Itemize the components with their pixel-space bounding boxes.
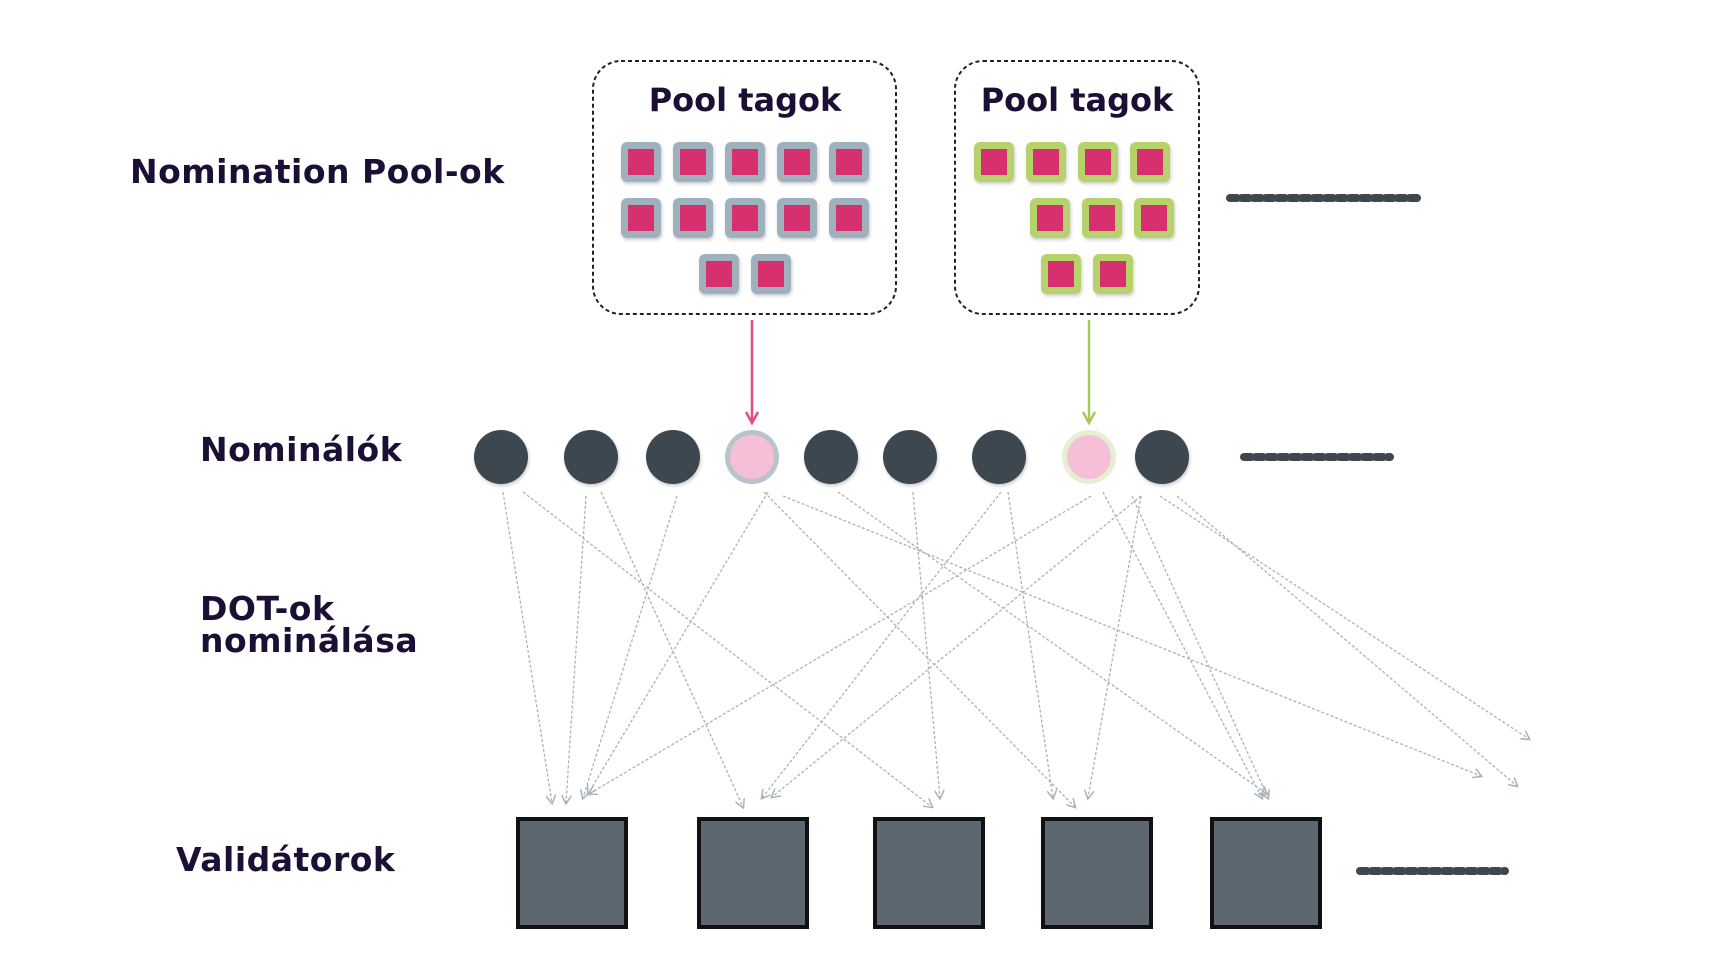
nomination-arrow	[782, 495, 1481, 776]
pool-box-1: Pool tagok	[592, 60, 897, 315]
pool-member	[981, 149, 1007, 175]
nomination-arrow	[762, 491, 1002, 798]
nomination-arrow	[1131, 495, 1268, 798]
validator	[697, 817, 809, 929]
pool-member	[732, 149, 758, 175]
nominator	[474, 430, 528, 484]
pool-title-1: Pool tagok	[649, 81, 842, 119]
pool-member	[706, 261, 732, 287]
label-nominators: Nominálók	[200, 430, 403, 469]
pool-member	[680, 149, 706, 175]
nominator	[564, 430, 618, 484]
nominators-row	[474, 430, 1189, 484]
nomination-arrow	[837, 491, 1267, 794]
pool-member	[836, 149, 862, 175]
label-dot-nomination: DOT-ok nominálása	[200, 589, 419, 660]
pool-member	[836, 205, 862, 231]
pool-nominator	[730, 435, 774, 479]
validator	[516, 817, 628, 929]
label-nomination-pools: Nomination Pool-ok	[130, 152, 505, 191]
pool-title-2: Pool tagok	[981, 81, 1174, 119]
nomination-arrow	[589, 495, 1092, 794]
nominator	[804, 430, 858, 484]
pool-members-2	[974, 142, 1174, 294]
pool-member	[1048, 261, 1074, 287]
nomination-arrow	[1088, 495, 1142, 798]
validator	[1210, 817, 1322, 929]
nomination-arrow	[583, 495, 678, 798]
nominator	[646, 430, 700, 484]
nomination-arrow	[588, 491, 769, 794]
nomination-arrow	[772, 495, 1142, 797]
nominator	[1135, 430, 1189, 484]
pool-member	[1137, 149, 1163, 175]
pool-nominator	[1067, 435, 1111, 479]
pool-member	[1089, 205, 1115, 231]
pool-member	[1141, 205, 1167, 231]
nomination-arrow	[502, 491, 552, 803]
nomination-arrow	[763, 491, 1075, 807]
validator	[1041, 817, 1153, 929]
pool-member	[1085, 149, 1111, 175]
nomination-arrow	[1007, 491, 1053, 798]
validators-row	[516, 817, 1322, 929]
nominator	[972, 430, 1026, 484]
pool-member	[784, 205, 810, 231]
nomination-arrow	[566, 495, 587, 803]
nomination-arrow	[522, 491, 932, 807]
nomination-arrow	[1102, 491, 1262, 798]
pool-member	[628, 149, 654, 175]
pool-member	[680, 205, 706, 231]
nomination-arrow	[1176, 495, 1517, 786]
pool-members-1	[621, 142, 869, 294]
nominator	[883, 430, 937, 484]
pool-member	[1033, 149, 1059, 175]
pool-box-2: Pool tagok	[954, 60, 1200, 315]
pool-member	[732, 205, 758, 231]
nomination-arrow	[1159, 495, 1529, 739]
nomination-arrow	[912, 491, 940, 798]
pool-member	[628, 205, 654, 231]
nomination-arrow	[600, 491, 743, 807]
pool-member	[1037, 205, 1063, 231]
pool-member	[1100, 261, 1126, 287]
validator	[873, 817, 985, 929]
pool-member	[758, 261, 784, 287]
nomination-connectors	[502, 491, 1529, 807]
label-validators: Validátorok	[176, 840, 396, 879]
pool-member	[784, 149, 810, 175]
